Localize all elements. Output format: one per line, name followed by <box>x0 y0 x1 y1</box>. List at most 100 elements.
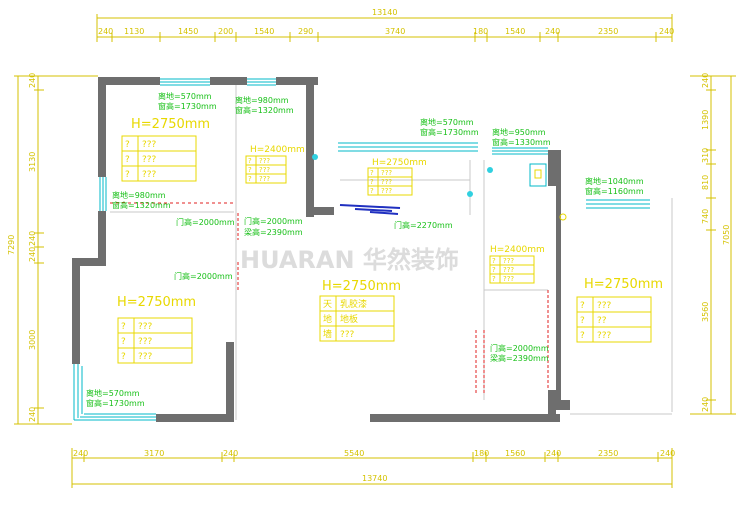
window-bottom-left <box>73 364 156 421</box>
table-cell: ? <box>248 157 252 165</box>
table-top-left: ? ??? ? ??? ? ??? <box>121 135 197 182</box>
table-cell: ? <box>125 170 130 180</box>
window-right <box>586 199 650 209</box>
room-height-center: H=2750mm <box>322 279 401 294</box>
dim-bottom-seg-2: 3170 <box>144 449 164 458</box>
dim-right-seg-2: 1390 <box>701 110 710 130</box>
table-cell: ? <box>121 322 126 332</box>
table-small-right: ? ??? ? ??? ? ??? <box>489 255 535 284</box>
dim-top-seg-5: 1540 <box>254 27 274 36</box>
table-cell: ? <box>121 337 126 347</box>
table-cell: ??? <box>381 169 392 177</box>
dim-bottom-seg-6: 1560 <box>505 449 525 458</box>
window-center <box>338 142 478 152</box>
table-cell: ? <box>580 301 585 311</box>
note-door-e-1: 门高=2000mm <box>490 343 549 353</box>
table-cell: ??? <box>142 170 157 180</box>
dim-bottom-seg-7: 240 <box>546 449 561 458</box>
table-cell: 天 <box>323 300 332 310</box>
table-small-center: ? ??? ? ??? ? ??? <box>367 167 413 196</box>
dim-bottom-seg-3: 240 <box>223 449 238 458</box>
table-cell: ??? <box>381 187 392 195</box>
dim-right-seg-1: 240 <box>701 73 710 88</box>
note-door-b-2: 梁高=2390mm <box>244 227 303 237</box>
note-window-center-right-2: 窗高=1330mm <box>492 137 551 147</box>
table-center: 天 乳胶漆 地 地板 墙 ??? <box>319 295 395 342</box>
table-cell: ??? <box>503 266 514 274</box>
room-height-top-left: H=2750mm <box>131 117 210 132</box>
dim-top-seg-1: 240 <box>98 27 113 36</box>
note-door-c: 门高=2270mm <box>394 220 453 230</box>
dim-top-seg-8: 180 <box>473 27 488 36</box>
dim-left-seg-3: 240 <box>28 231 37 246</box>
room-height-small-right: H=2400mm <box>490 245 545 255</box>
table-cell: ? <box>248 175 252 183</box>
table-cell: ??? <box>138 337 153 347</box>
table-cell: 乳胶漆 <box>340 298 367 310</box>
window-top-middle <box>247 78 276 86</box>
dim-top-total: 13140 <box>372 8 397 17</box>
note-window-top-left-1: 离地=570mm <box>158 91 212 101</box>
note-window-top-middle-1: 离地=980mm <box>235 95 289 105</box>
dim-right-seg-4: 810 <box>701 175 710 190</box>
note-window-right-2: 窗高=1160mm <box>585 186 644 196</box>
table-cell: ? <box>370 187 374 195</box>
table-cell: ??? <box>142 155 157 165</box>
table-cell: 墙 <box>323 328 332 340</box>
dim-left-seg-4: 240 <box>28 247 37 262</box>
note-door-d: 门高=2000mm <box>174 271 233 281</box>
note-window-center-right-1: 离地=950mm <box>492 127 546 137</box>
table-cell: ? <box>125 155 130 165</box>
dim-bottom-seg-4: 5540 <box>344 449 364 458</box>
table-cell: ? <box>370 178 374 186</box>
table-cell: 地 <box>323 313 332 325</box>
dim-top-seg-3: 1450 <box>178 27 198 36</box>
top-dimension-chain: 13140 240 1130 1450 200 1540 290 3740 18… <box>96 8 674 42</box>
note-window-center-2: 窗高=1730mm <box>420 127 479 137</box>
dim-top-seg-11: 2350 <box>598 27 618 36</box>
dim-top-seg-9: 1540 <box>505 27 525 36</box>
dim-top-seg-7: 3740 <box>385 27 405 36</box>
table-cell: ??? <box>597 331 612 341</box>
note-window-left-2: 窗高=1320mm <box>112 200 171 210</box>
table-cell: ??? <box>259 166 270 174</box>
room-height-small-center: H=2750mm <box>372 158 427 168</box>
watermark: HUARAN 华然装饰 <box>240 246 459 274</box>
table-cell: ? <box>125 140 130 150</box>
table-cell: ? <box>248 166 252 174</box>
note-door-a: 门高=2000mm <box>176 217 235 227</box>
table-cell: ? <box>492 257 496 265</box>
table-cell: ??? <box>138 322 153 332</box>
table-cell: ? <box>492 266 496 274</box>
table-cell: ?? <box>597 316 607 326</box>
dim-left-seg-1: 240 <box>28 73 37 88</box>
left-dimension-chain: 7290 240 3130 240 240 3000 240 <box>7 73 98 425</box>
dim-right-seg-6: 3560 <box>701 302 710 322</box>
annotations: 离地=570mm 窗高=1730mm 离地=980mm 窗高=1320mm 离地… <box>86 91 644 408</box>
note-door-b-1: 门高=2000mm <box>244 216 303 226</box>
dim-left-seg-6: 240 <box>28 407 37 422</box>
dim-bottom-seg-5: 180 <box>474 449 489 458</box>
dim-left-seg-5: 3000 <box>28 330 37 350</box>
table-cell: ? <box>370 169 374 177</box>
dim-right-seg-3: 310 <box>701 148 710 163</box>
room-height-small-left: H=2400mm <box>250 145 305 155</box>
fixtures <box>312 154 567 221</box>
table-cell: ??? <box>381 178 392 186</box>
note-window-top-left-2: 窗高=1730mm <box>158 101 217 111</box>
note-window-top-middle-2: 窗高=1320mm <box>235 105 294 115</box>
note-window-center-1: 离地=570mm <box>420 117 474 127</box>
table-cell: ??? <box>259 175 270 183</box>
table-cell: ??? <box>138 352 153 362</box>
window-left <box>99 177 107 211</box>
dim-right-total: 7050 <box>722 225 731 245</box>
dim-left-seg-2: 3130 <box>28 152 37 172</box>
table-cell: ? <box>121 352 126 362</box>
note-window-right-1: 离地=1040mm <box>585 176 644 186</box>
note-window-left-1: 离地=980mm <box>112 190 166 200</box>
note-door-e-2: 梁高=2390mm <box>490 353 549 363</box>
bottom-dimension-chain: 240 3170 240 5540 180 1560 240 2350 240 … <box>71 448 675 488</box>
door-lines <box>110 202 549 395</box>
fixture-box <box>529 163 547 187</box>
